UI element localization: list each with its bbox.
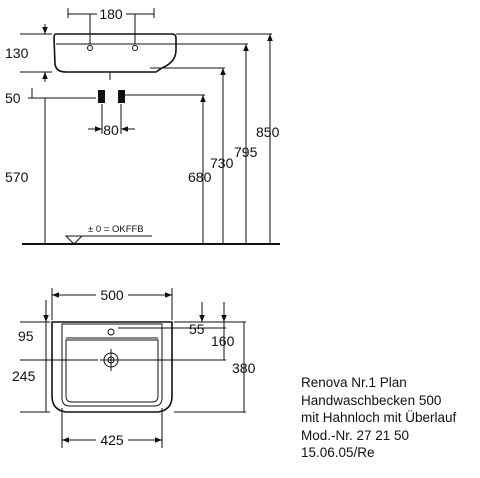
dim-680-label: 680 bbox=[188, 169, 212, 185]
drain-right bbox=[118, 90, 125, 103]
dim-380-label: 380 bbox=[232, 360, 256, 376]
dim-730-label: 730 bbox=[210, 155, 234, 171]
dim-55-label: 55 bbox=[189, 321, 205, 337]
faucet-hole-right bbox=[132, 45, 138, 51]
product-features: mit Hahnloch mit Überlauf bbox=[301, 410, 457, 426]
dim-570-label: 570 bbox=[5, 169, 29, 185]
dim-850-label: 850 bbox=[256, 124, 280, 140]
basin-side-outline bbox=[53, 33, 177, 73]
dim-130-label: 130 bbox=[5, 45, 29, 61]
basin-top-outline bbox=[51, 321, 173, 413]
model-number: Mod.-Nr. 27 21 50 bbox=[301, 427, 410, 443]
dim-95-label: 95 bbox=[18, 328, 34, 344]
faucet-hole-left bbox=[87, 45, 93, 51]
dim-795-label: 795 bbox=[234, 144, 258, 160]
dim-180-label: 180 bbox=[99, 6, 123, 22]
side-view: 180 130 50 80 570 680 730 bbox=[5, 6, 280, 245]
floor-reference-marker bbox=[64, 235, 84, 245]
floor-label: ± 0 = OKFFB bbox=[88, 224, 144, 235]
title-block: Renova Nr.1 Plan Handwaschbecken 500 mit… bbox=[301, 374, 456, 462]
bowl-outline bbox=[65, 339, 159, 403]
product-type: Handwaschbecken 500 bbox=[301, 392, 442, 408]
dim-425-label: 425 bbox=[100, 432, 124, 448]
top-faucet-hole bbox=[107, 328, 115, 336]
dim-80-label: 80 bbox=[103, 122, 119, 138]
top-view: 500 425 95 245 55 160 380 bbox=[12, 287, 256, 448]
drain-left bbox=[98, 90, 105, 103]
product-name: Renova Nr.1 Plan bbox=[301, 375, 407, 390]
dim-50-label: 50 bbox=[5, 90, 21, 106]
dim-160-label: 160 bbox=[211, 333, 235, 349]
dim-500-label: 500 bbox=[100, 287, 124, 303]
dim-245-label: 245 bbox=[12, 368, 36, 384]
basin-top-inner bbox=[61, 323, 163, 407]
drawing-date: 15.06.05/Re bbox=[301, 445, 375, 461]
